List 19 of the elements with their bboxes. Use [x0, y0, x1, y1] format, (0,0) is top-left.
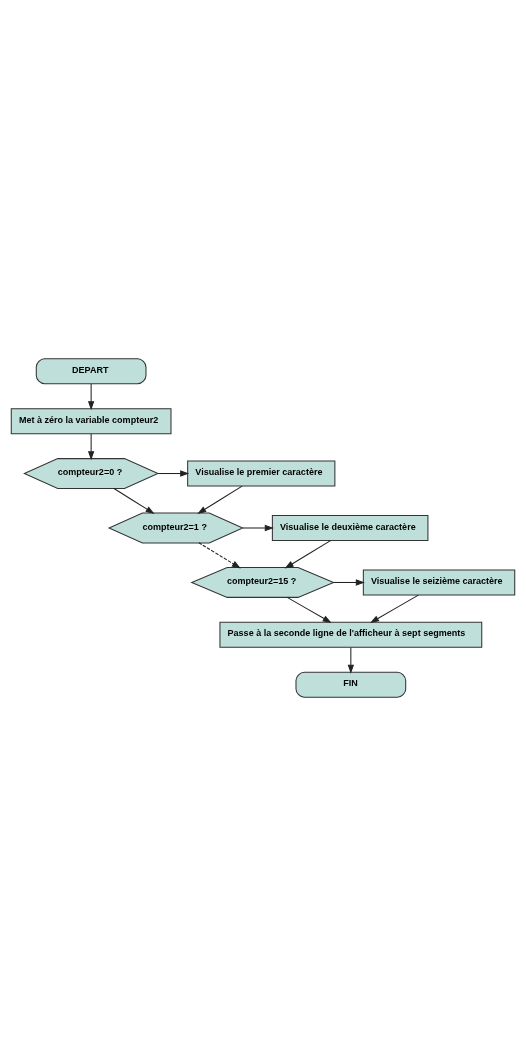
arrow — [87, 382, 95, 410]
arrow — [284, 539, 332, 568]
node-box: Visualise le deuxième caractère — [271, 514, 429, 541]
arrow — [113, 487, 155, 514]
arrow — [242, 524, 274, 531]
arrow — [87, 433, 95, 460]
arrow — [347, 646, 354, 674]
arrow — [157, 469, 190, 477]
node-box: Visualise le seizième caractère — [362, 568, 516, 595]
arrow — [333, 578, 365, 586]
node-box: Passe à la seconde ligne de l'afficheur à sept segments — [219, 621, 483, 648]
node-box: DEPART — [35, 357, 147, 384]
node-box: FIN — [295, 671, 407, 698]
arrow — [197, 485, 243, 514]
node-box: Visualise le premier caractère — [187, 460, 336, 487]
arrow — [370, 594, 419, 623]
arrow — [286, 596, 332, 623]
arrow — [198, 541, 241, 568]
node-box: Met à zéro la variable compteur2 — [10, 407, 172, 434]
